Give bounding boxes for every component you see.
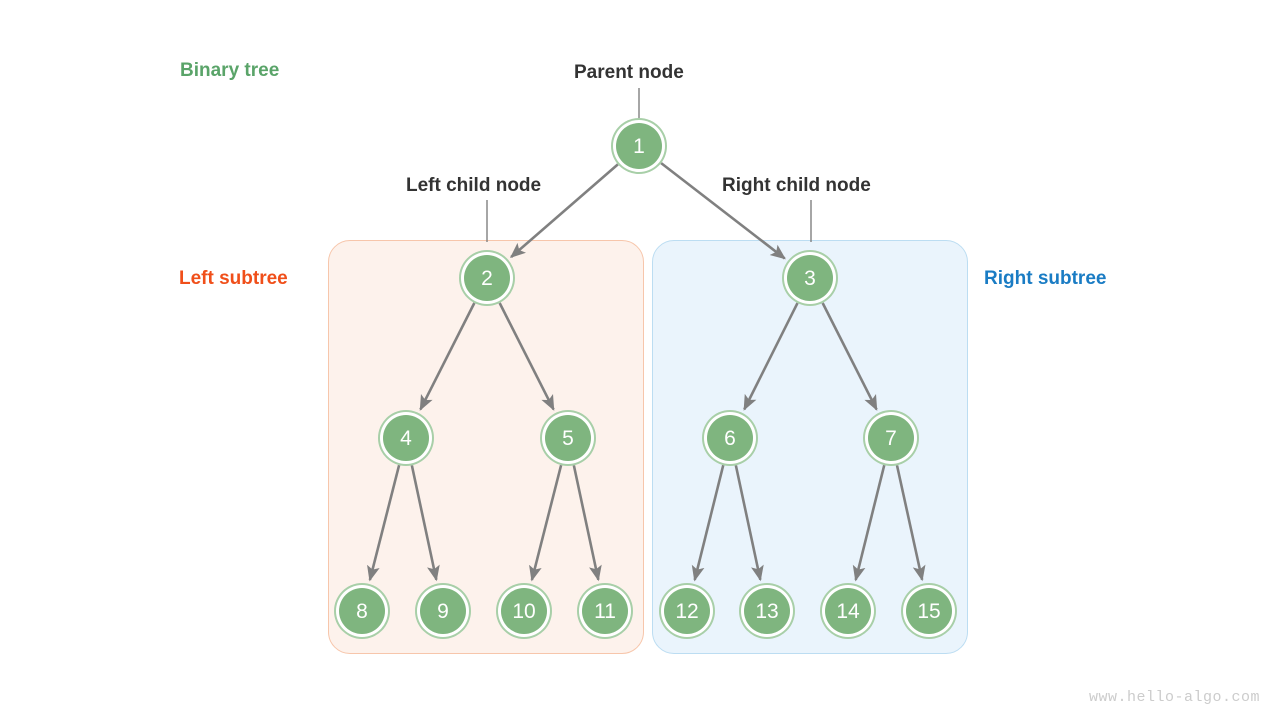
- tree-edge-3-7: [821, 302, 878, 411]
- tree-edge-1-2: [509, 163, 619, 259]
- left-subtree-box: [328, 240, 644, 654]
- parent-node-label: Parent node: [574, 62, 684, 83]
- tree-node-13[interactable]: 13: [744, 588, 790, 634]
- tree-edge-5-11: [572, 465, 602, 582]
- tree-node-9[interactable]: 9: [420, 588, 466, 634]
- tree-edge-3-6: [743, 302, 799, 411]
- tree-edge-2-4: [419, 302, 476, 411]
- tree-edge-7-14: [852, 464, 886, 582]
- tree-node-5[interactable]: 5: [545, 415, 591, 461]
- tree-edge-6-12: [691, 464, 725, 582]
- tree-edge-7-15: [895, 465, 926, 582]
- tree-edge-1-3: [660, 162, 786, 260]
- tree-edge-2-5: [498, 302, 555, 411]
- tree-node-10[interactable]: 10: [501, 588, 547, 634]
- tree-node-6[interactable]: 6: [707, 415, 753, 461]
- tree-node-11[interactable]: 11: [582, 588, 628, 634]
- tree-edges-group: [367, 162, 926, 582]
- site-watermark: www.hello-algo.com: [1088, 689, 1260, 706]
- tree-edge-4-9: [410, 465, 440, 582]
- tree-edge-4-8: [367, 464, 401, 582]
- tree-node-1[interactable]: 1: [616, 123, 662, 169]
- tree-node-8[interactable]: 8: [339, 588, 385, 634]
- diagram-title: Binary tree: [180, 60, 280, 81]
- tree-node-12[interactable]: 12: [664, 588, 710, 634]
- tree-node-14[interactable]: 14: [825, 588, 871, 634]
- right-subtree-box: [652, 240, 968, 654]
- tree-node-7[interactable]: 7: [868, 415, 914, 461]
- tree-node-4[interactable]: 4: [383, 415, 429, 461]
- leader-lines-group: [486, 88, 812, 242]
- tree-edge-5-10: [529, 464, 563, 582]
- left-subtree-label: Left subtree: [179, 268, 288, 289]
- tree-node-15[interactable]: 15: [906, 588, 952, 634]
- left-child-node-label: Left child node: [406, 175, 542, 196]
- right-subtree-label: Right subtree: [984, 268, 1107, 289]
- tree-node-2[interactable]: 2: [464, 255, 510, 301]
- tree-node-3[interactable]: 3: [787, 255, 833, 301]
- right-child-node-label: Right child node: [722, 175, 871, 196]
- tree-edge-6-13: [734, 465, 764, 582]
